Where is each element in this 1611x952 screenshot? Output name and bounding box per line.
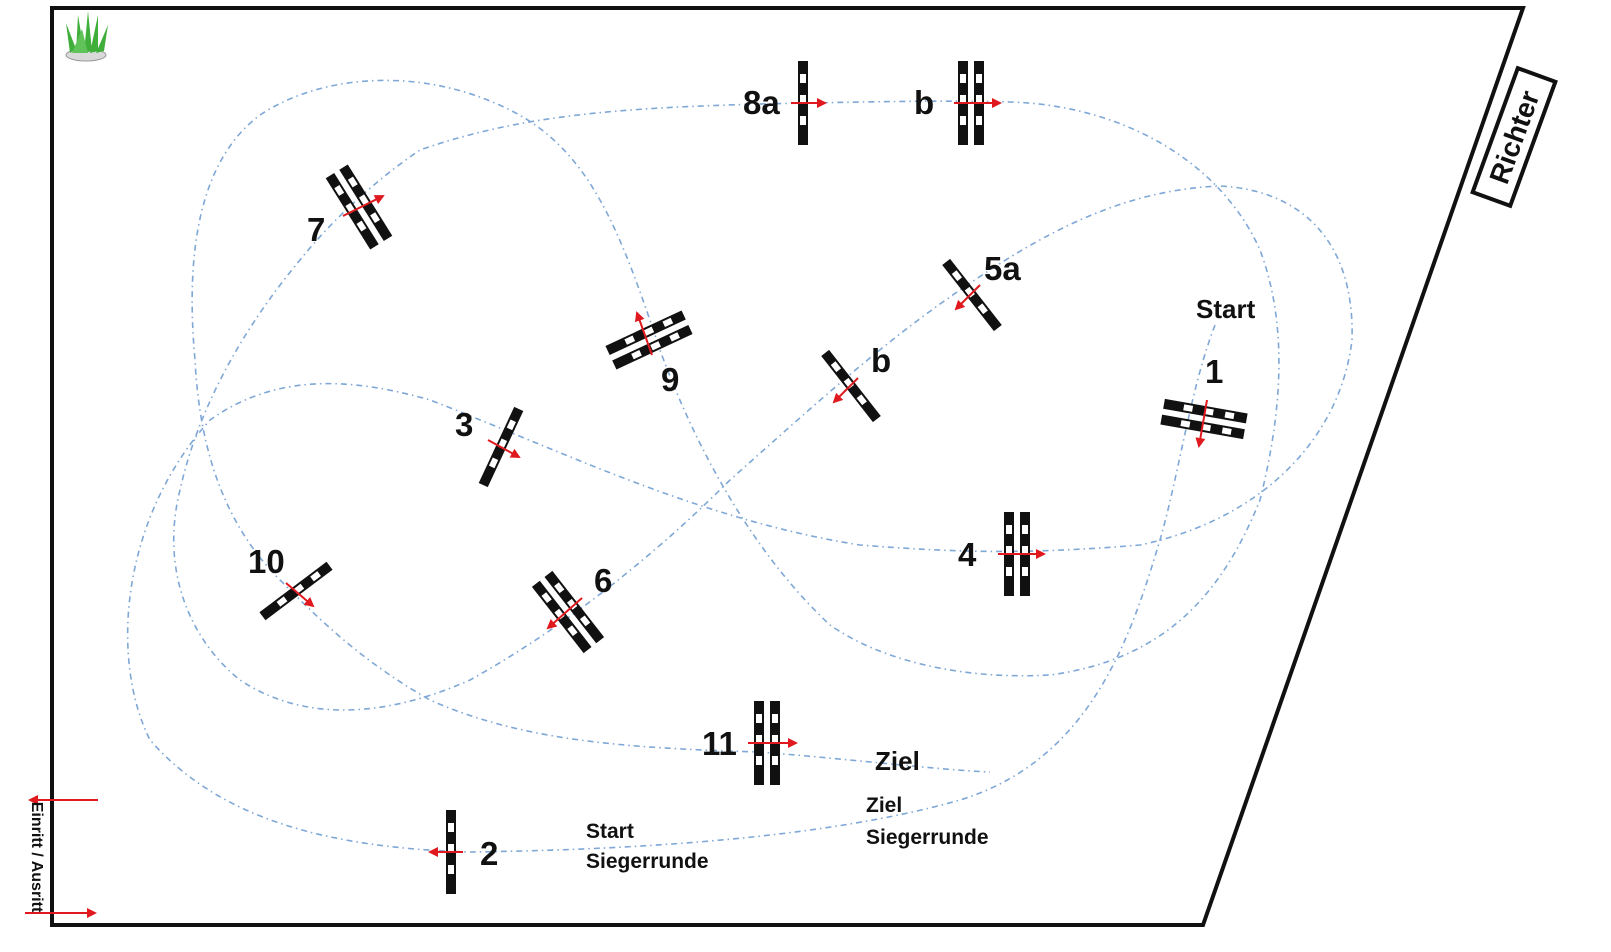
obstacle-label-8a: 8a [743,84,780,121]
direction-arrow-6 [546,597,583,630]
direction-arrow-1 [1195,399,1208,448]
obstacle-label-1: 1 [1205,353,1223,390]
obstacle-label-6: 6 [594,562,612,599]
obstacle-label-3: 3 [455,406,473,443]
direction-arrow-10 [285,582,315,608]
finish-label: Ziel [875,746,920,776]
jumpoff-finish-label-1: Ziel [866,794,902,817]
start-label: Start [1196,294,1256,324]
direction-arrow-5a [954,284,981,311]
obstacle-label-9: 9 [661,361,679,398]
route-paths [126,79,1353,853]
entry-exit-label: Einritt / Ausritt [28,802,45,913]
obstacle-label-8b: b [914,84,934,121]
obstacle-label-2: 2 [480,835,498,872]
grass-plant-icon [65,11,108,62]
jumpoff-finish-label-2: Siegerrunde [866,826,989,849]
entry-exit: Einritt / Ausritt [25,795,98,918]
obstacle-label-11: 11 [702,725,737,762]
obstacle-label-5b: b [871,342,891,379]
direction-arrow-5b [832,377,859,404]
obstacle-label-7: 7 [307,211,325,248]
direction-arrow-3 [487,439,521,458]
obstacle-9 [605,310,692,369]
judge-box: Richter [1470,65,1558,209]
obstacle-label-10: 10 [248,543,285,580]
jumpoff-start-label-2: Siegerrunde [586,850,709,873]
direction-arrow-7 [342,195,385,217]
obstacle-label-5a: 5a [984,250,1021,287]
arena-border [50,6,1526,927]
obstacle-label-4: 4 [958,536,977,573]
jumpoff-start-label-1: Start [586,820,634,843]
direction-arrow-9 [634,311,653,356]
